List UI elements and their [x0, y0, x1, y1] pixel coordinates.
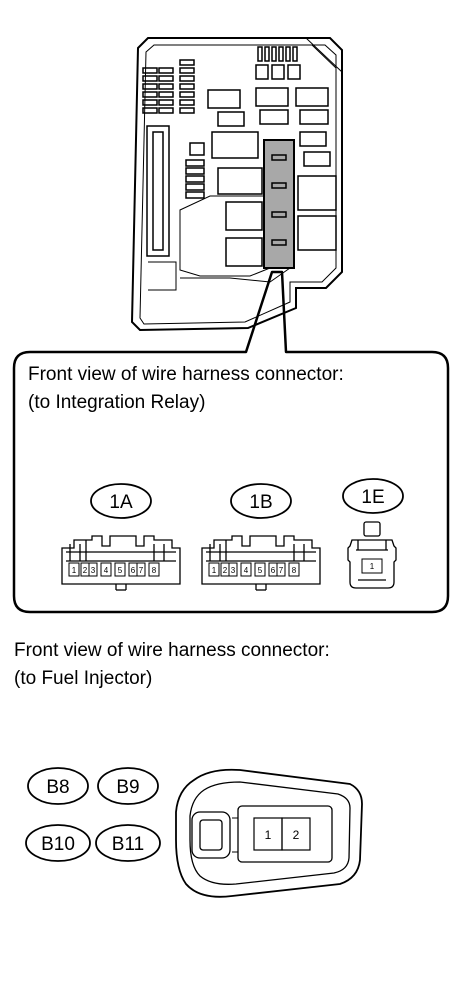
connector-1e: 1E 1 [342, 478, 404, 589]
connector-b11-label-oval [95, 824, 161, 862]
connector-1b-pin-4 [240, 562, 252, 577]
connector-1b-pin-1 [208, 562, 220, 577]
injector-pin-2 [281, 817, 311, 851]
relay-callout-box [12, 270, 450, 614]
connector-1a-pin-3 [88, 562, 98, 577]
connector-b8-label: B8 [46, 777, 69, 798]
connector-1b-pin-label: 7 [279, 566, 284, 575]
connector-1a-pin-label: 8 [152, 566, 157, 575]
connector-1e-pin-1 [361, 558, 383, 574]
connector-1a-pin-5 [114, 562, 126, 577]
injector-pin-label: 2 [293, 828, 300, 842]
connector-1a-pin-label: 4 [104, 566, 109, 575]
connector-b8-label-oval [27, 767, 89, 805]
connector-1b-pin-label: 1 [212, 566, 217, 575]
connector-1a-pin-7 [136, 562, 146, 577]
connector-b9-label-oval [97, 767, 159, 805]
connector-1a-pin-label: 5 [118, 566, 123, 575]
connector-1b-label-oval [230, 483, 292, 519]
connector-1b-pins [208, 562, 300, 577]
connector-1b-pin-3 [228, 562, 238, 577]
connector-b9-label: B9 [116, 777, 139, 798]
connector-1a: 1A 1 2 3 4 5 6 7 [61, 483, 181, 591]
connector-1e-pin-label: 1 [370, 562, 375, 571]
connector-1b-pin-label: 4 [244, 566, 249, 575]
connector-1a-pin-label: 3 [91, 566, 96, 575]
connector-1b-label: 1B [249, 492, 272, 513]
integration-relay-highlight [263, 139, 295, 269]
connector-1b-pin-label: 8 [292, 566, 297, 575]
connector-1b-pin-label: 2 [223, 566, 228, 575]
connector-b10-label-oval [25, 824, 91, 862]
connector-1b-pin-label: 6 [271, 566, 276, 575]
injector-connector-pins: 1 2 [253, 817, 311, 851]
connector-b10-label: B10 [41, 834, 75, 855]
connector-1b: 1B 1 2 3 4 5 6 7 [201, 483, 321, 591]
connector-1a-pin-label: 2 [83, 566, 88, 575]
connector-1a-pin-label: 6 [131, 566, 136, 575]
connector-1a-pin-4 [100, 562, 112, 577]
connector-1e-label: 1E [361, 487, 384, 508]
relay-caption-line1: Front view of wire harness connector: [28, 364, 344, 385]
injector-connector [175, 768, 363, 898]
connector-1a-pin-label: 1 [72, 566, 77, 575]
connector-1a-label-oval [90, 483, 152, 519]
connector-1a-pins [68, 562, 160, 577]
injector-pin-label: 1 [265, 828, 272, 842]
connector-1a-pin-1 [68, 562, 80, 577]
connector-1b-pin-label: 5 [258, 566, 263, 575]
connector-1b-pin-5 [254, 562, 266, 577]
connector-1e-label-oval [342, 478, 404, 514]
connector-1a-pin-label: 7 [139, 566, 144, 575]
connector-1a-pin-8 [148, 562, 160, 577]
relay-block-illustration [130, 37, 343, 332]
injector-caption-line1: Front view of wire harness connector: [14, 640, 330, 661]
relay-caption-line2: (to Integration Relay) [28, 392, 206, 413]
connector-1b-pin-7 [276, 562, 286, 577]
injector-connector-labels: B8 B9 B10 B11 [25, 767, 161, 862]
connector-b11-label: B11 [112, 834, 144, 855]
connector-1b-pin-8 [288, 562, 300, 577]
connector-1a-label: 1A [109, 492, 133, 513]
injector-caption-line2: (to Fuel Injector) [14, 668, 153, 689]
connector-1b-pin-label: 3 [231, 566, 236, 575]
